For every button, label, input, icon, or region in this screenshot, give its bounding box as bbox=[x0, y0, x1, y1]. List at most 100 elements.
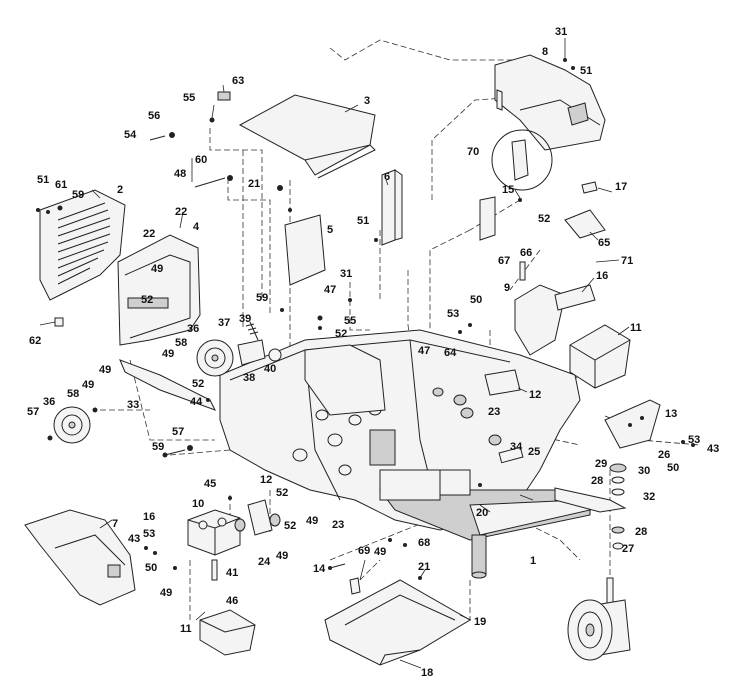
hardware-fasteners bbox=[36, 58, 695, 580]
callout-label: 26 bbox=[658, 449, 670, 461]
mounting-bracket-panel bbox=[117, 234, 201, 346]
callout-label: 52 bbox=[538, 213, 550, 225]
callout-label: 38 bbox=[243, 372, 255, 384]
callout-label: 31 bbox=[555, 26, 567, 38]
callout-label: 33 bbox=[127, 399, 139, 411]
callout-label: 52 bbox=[335, 328, 347, 340]
callout-label: 49 bbox=[82, 379, 94, 391]
callout-label: 49 bbox=[374, 546, 386, 558]
callout-label: 49 bbox=[151, 263, 163, 275]
callout-label: 60 bbox=[195, 154, 207, 166]
callout-label: 48 bbox=[174, 168, 186, 180]
callout-label: 49 bbox=[160, 587, 172, 599]
side-panel-grille bbox=[39, 189, 126, 327]
callout-label: 61 bbox=[55, 179, 67, 191]
caster-bracket bbox=[604, 399, 661, 449]
callout-label: 8 bbox=[542, 46, 548, 58]
callout-label: 44 bbox=[190, 396, 203, 408]
callout-label: 36 bbox=[43, 396, 55, 408]
rear-fender-left bbox=[24, 509, 136, 606]
callout-label: 14 bbox=[313, 563, 326, 575]
callout-label: 34 bbox=[510, 441, 523, 453]
callout-label: 50 bbox=[667, 462, 679, 474]
callout-label: 66 bbox=[520, 247, 532, 259]
storage-bin-bottom bbox=[199, 609, 256, 656]
callout-label: 67 bbox=[498, 255, 510, 267]
callout-label: 58 bbox=[67, 388, 79, 400]
callout-label: 41 bbox=[226, 567, 238, 579]
callout-label: 63 bbox=[232, 75, 244, 87]
callout-label: 5 bbox=[327, 224, 333, 236]
upright-brackets bbox=[284, 169, 496, 286]
callout-label: 4 bbox=[193, 221, 200, 233]
callout-label: 52 bbox=[192, 378, 204, 390]
callout-label: 47 bbox=[418, 345, 430, 357]
callout-label: 29 bbox=[595, 458, 607, 470]
callout-label: 22 bbox=[175, 206, 187, 218]
callout-label: 23 bbox=[488, 406, 500, 418]
leader-lines bbox=[39, 38, 630, 669]
callout-label: 69 bbox=[358, 545, 370, 557]
callout-label: 40 bbox=[264, 363, 276, 375]
callout-label: 7 bbox=[112, 518, 118, 530]
callout-label: 1 bbox=[530, 555, 536, 567]
callout-label: 16 bbox=[596, 270, 608, 282]
callout-label: 57 bbox=[172, 426, 184, 438]
callout-label: 27 bbox=[622, 543, 634, 555]
callout-label: 21 bbox=[418, 561, 430, 573]
callout-label: 46 bbox=[226, 595, 238, 607]
callout-label: 19 bbox=[474, 616, 486, 628]
callout-label: 32 bbox=[643, 491, 655, 503]
callout-label: 11 bbox=[630, 322, 642, 334]
callout-label: 57 bbox=[27, 406, 39, 418]
detail-callout-circle bbox=[491, 129, 553, 191]
callout-label: 47 bbox=[324, 284, 336, 296]
callout-label: 15 bbox=[502, 184, 514, 196]
plate-and-bracket bbox=[514, 181, 606, 356]
callout-label: 9 bbox=[504, 282, 510, 294]
callout-label: 30 bbox=[638, 465, 650, 477]
callout-label: 12 bbox=[529, 389, 541, 401]
callout-label: 65 bbox=[598, 237, 610, 249]
callout-label: 50 bbox=[145, 562, 157, 574]
callout-label: 3 bbox=[364, 95, 370, 107]
callout-label: 39 bbox=[239, 313, 251, 325]
callout-label: 22 bbox=[143, 228, 155, 240]
callout-label: 71 bbox=[621, 255, 633, 267]
callout-label: 24 bbox=[258, 556, 271, 568]
callout-label: 52 bbox=[141, 294, 153, 306]
callout-label: 16 bbox=[143, 511, 155, 523]
floor-pan bbox=[324, 577, 471, 666]
callout-label: 28 bbox=[635, 526, 647, 538]
callout-label: 59 bbox=[152, 441, 164, 453]
callout-label: 28 bbox=[591, 475, 603, 487]
callout-label: 45 bbox=[204, 478, 216, 490]
callout-label: 6 bbox=[384, 171, 390, 183]
callout-label: 54 bbox=[124, 129, 137, 141]
callout-label: 43 bbox=[128, 533, 140, 545]
callout-label: 70 bbox=[467, 146, 479, 158]
callout-label: 55 bbox=[183, 92, 195, 104]
callout-label: 12 bbox=[260, 474, 272, 486]
callout-label: 18 bbox=[421, 667, 433, 679]
callout-label: 2 bbox=[117, 184, 123, 196]
callout-label: 31 bbox=[340, 268, 352, 280]
callout-label: 36 bbox=[187, 323, 199, 335]
callout-label: 51 bbox=[357, 215, 369, 227]
callout-labels: 31 8 51 63 3 55 54 56 70 60 48 21 6 15 1… bbox=[27, 26, 719, 679]
callout-label: 50 bbox=[470, 294, 482, 306]
callout-label: 23 bbox=[332, 519, 344, 531]
callout-label: 37 bbox=[218, 317, 230, 329]
callout-label: 62 bbox=[29, 335, 41, 347]
callout-label: 55 bbox=[344, 315, 356, 327]
small-bracket-left bbox=[234, 499, 281, 536]
callout-label: 56 bbox=[148, 110, 160, 122]
callout-label: 49 bbox=[99, 364, 111, 376]
callout-label: 59 bbox=[72, 189, 84, 201]
pulley-left bbox=[47, 406, 98, 444]
callout-label: 25 bbox=[528, 446, 540, 458]
callout-label: 68 bbox=[418, 537, 430, 549]
callout-label: 59 bbox=[256, 292, 268, 304]
callout-label: 20 bbox=[476, 507, 488, 519]
